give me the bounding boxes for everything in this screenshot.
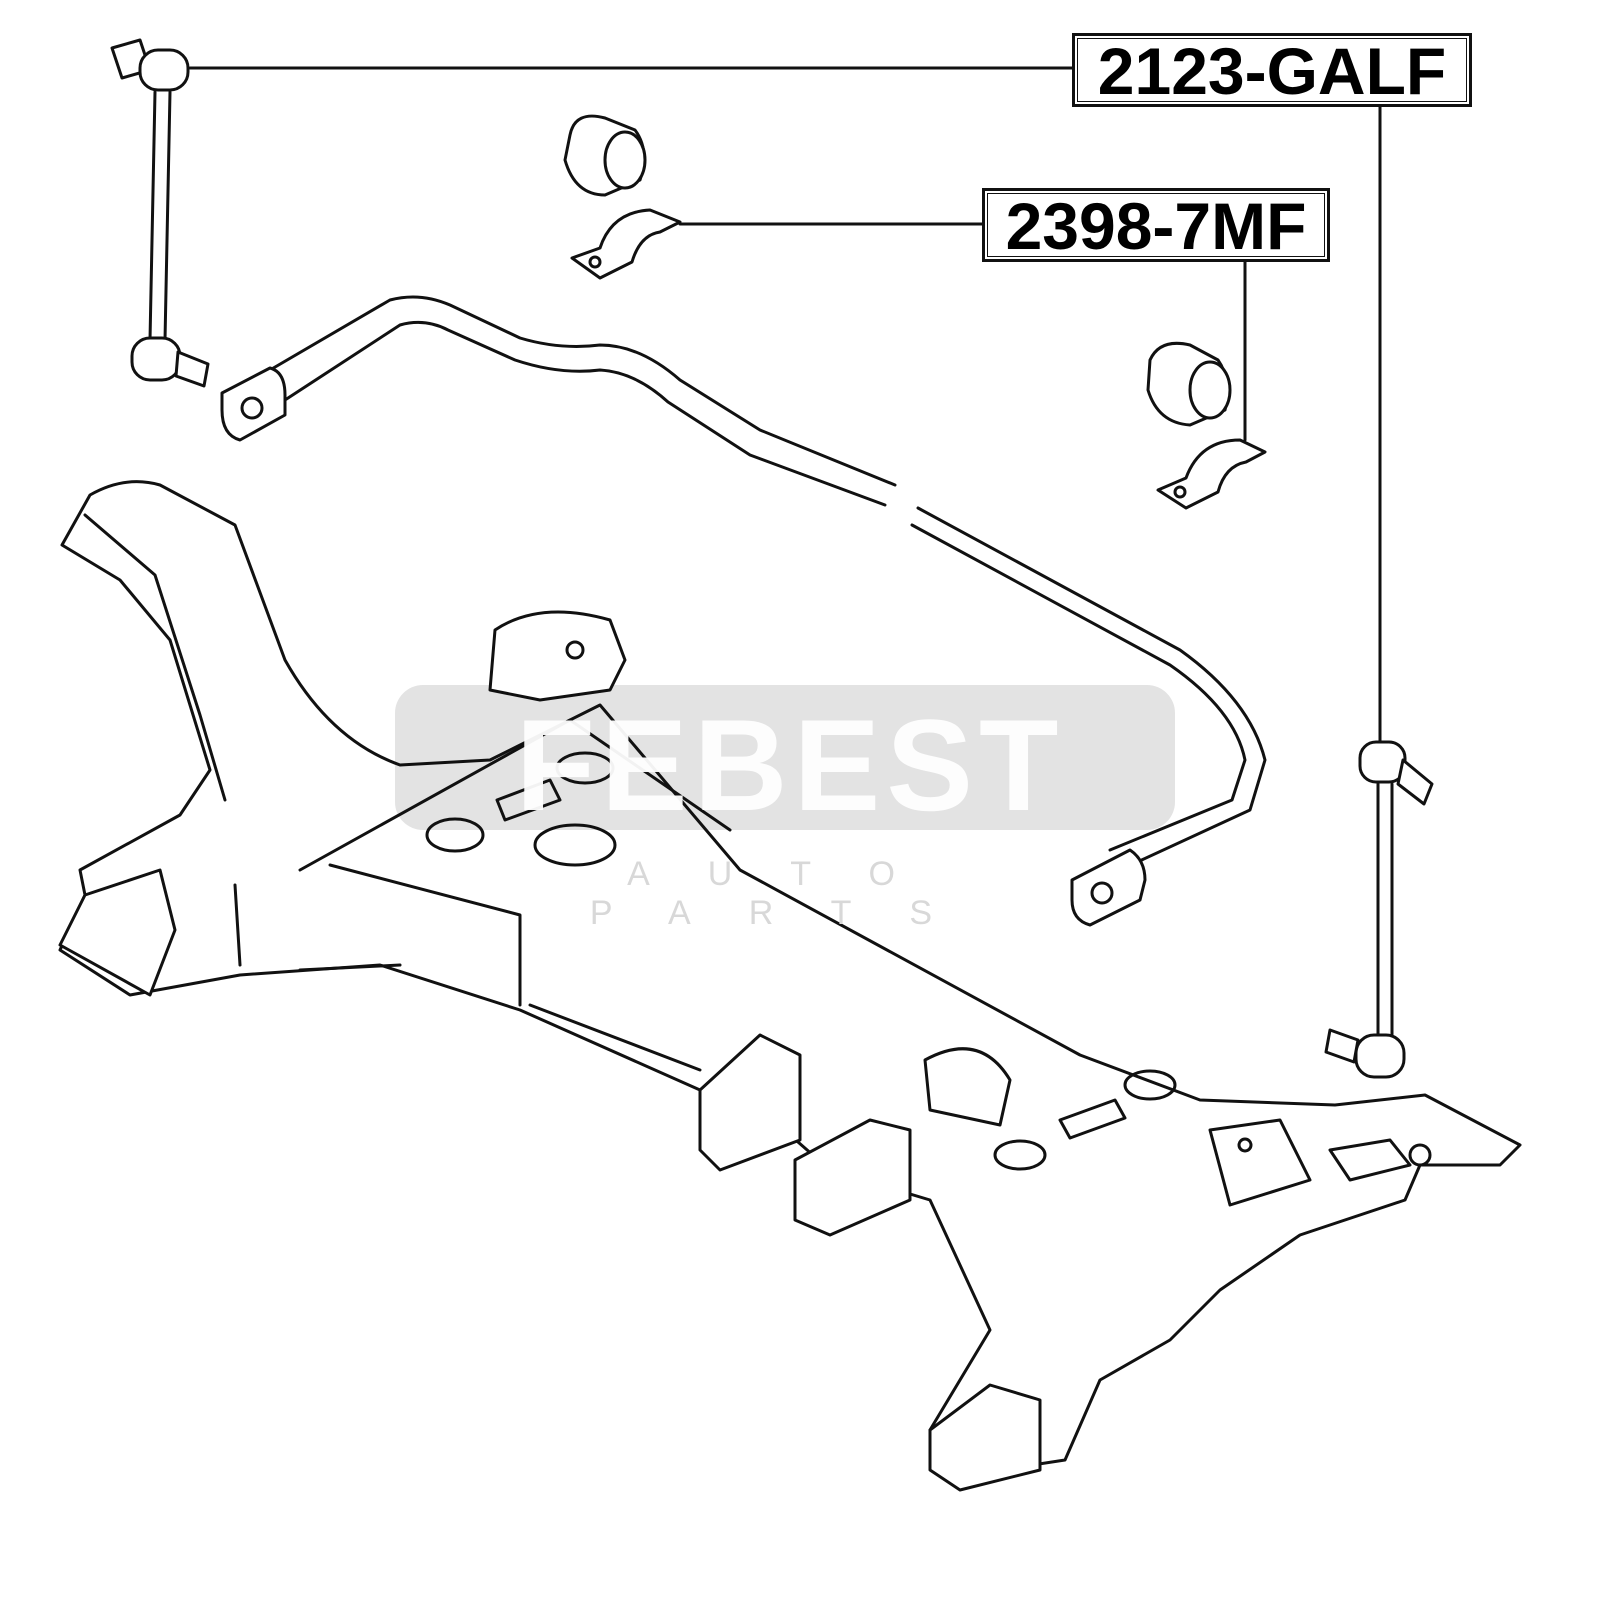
leader-lines	[188, 66, 1382, 747]
watermark-brand: FEBEST	[515, 692, 1065, 838]
bushing-bracket-upper	[570, 208, 682, 280]
watermark-badge	[395, 685, 1175, 830]
bushing-lower	[1146, 341, 1232, 427]
part-number-label-stabilizer-bushing[interactable]: 2398-7MF	[982, 188, 1330, 262]
stabilizer-link-right	[1324, 740, 1434, 1079]
bushing-bracket-lower	[1156, 438, 1267, 510]
part-number-label-stabilizer-link[interactable]: 2123-GALF	[1072, 33, 1472, 107]
bushing-upper	[563, 114, 647, 197]
stabilizer-bar	[220, 295, 1267, 927]
stabilizer-link-left	[110, 38, 210, 388]
subframe-crossmember	[58, 480, 1522, 1492]
watermark-tagline: AUTO PARTS	[589, 855, 991, 932]
